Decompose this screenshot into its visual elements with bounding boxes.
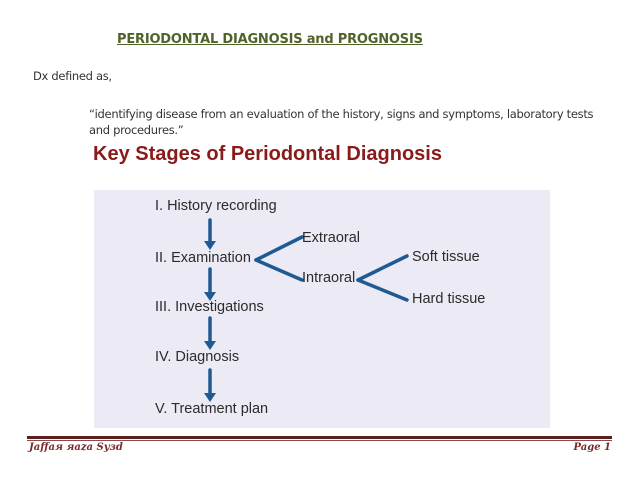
flowchart-arrows [204,218,409,402]
figure-title: Key Stages of Periodontal Diagnosis [93,143,442,165]
intro-text: Dx defined as, [33,69,112,83]
branch-intraoral: Intraoral [302,270,356,286]
document-title: PERIODONTAL DIAGNOSIS and PROGNOSIS [117,32,423,47]
footer-divider [27,436,612,439]
definition-quote: “identifying disease from an evaluation … [89,107,594,137]
diagnosis-flowchart: I. History recording II. Examination III… [94,190,550,428]
stage-investigations: III. Investigations [155,299,264,315]
stage-examination: II. Examination [155,250,251,266]
stage-diagnosis: IV. Diagnosis [155,349,240,365]
stage-history-recording: I. History recording [155,198,277,214]
footer-page-number: Page 1 [573,442,611,453]
branch-extraoral: Extraoral [302,230,361,246]
footer-author: Jaffaя яaza Syзd [29,442,123,453]
branch-hard-tissue: Hard tissue [412,291,486,307]
branch-soft-tissue: Soft tissue [412,249,480,265]
footer-divider-thin [27,440,612,441]
stage-treatment-plan: V. Treatment plan [155,401,269,417]
